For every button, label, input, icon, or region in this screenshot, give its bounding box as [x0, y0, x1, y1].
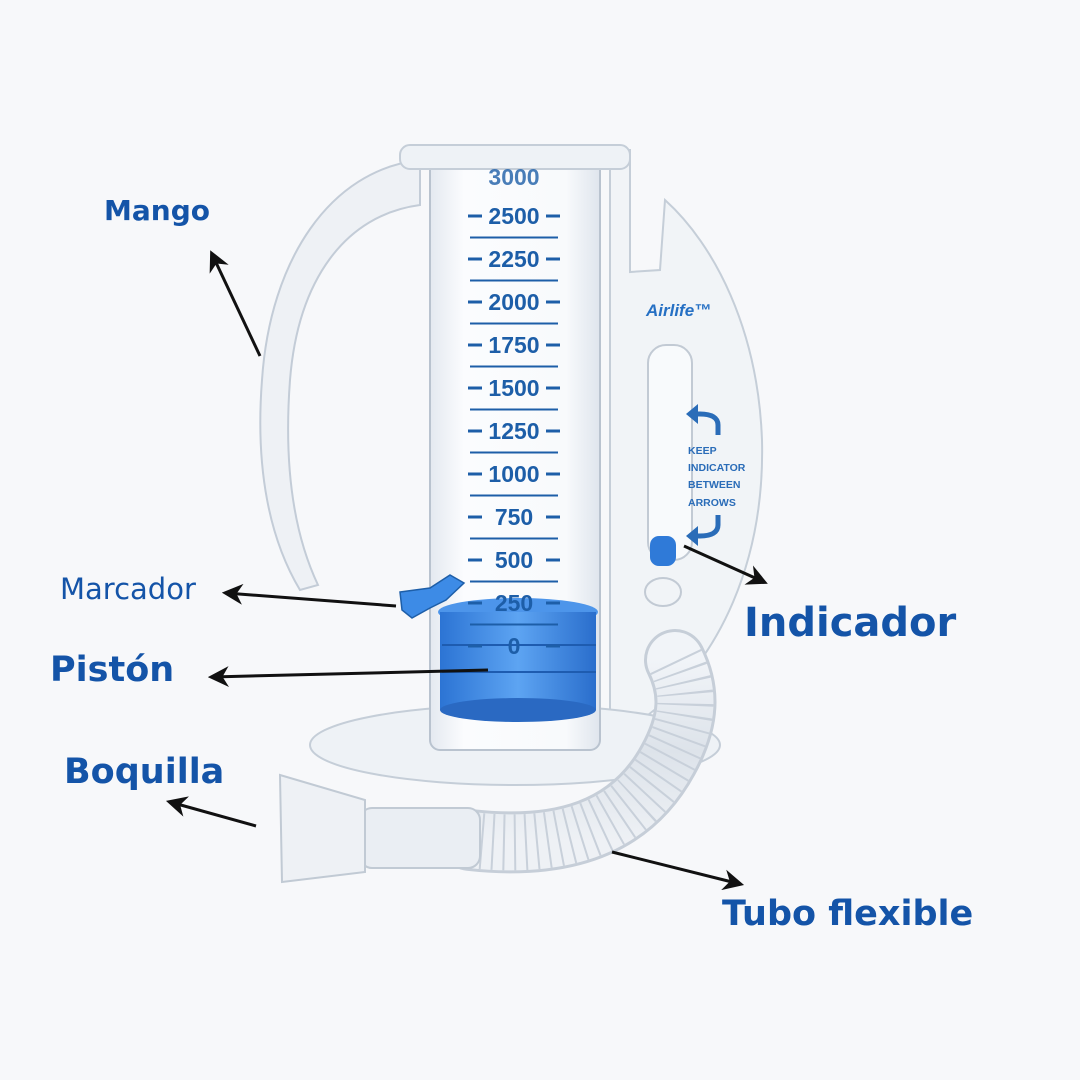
volume-scale: 3000 25002250200017501500125010007505002… [468, 164, 560, 659]
right-frame [609, 149, 764, 722]
flow-indicator [644, 536, 682, 607]
arrow-indicador [683, 544, 768, 585]
piston [438, 598, 598, 722]
label-indicador: Indicador [744, 600, 957, 646]
arrow-down-icon [686, 526, 698, 546]
scale-label: 2000 [488, 289, 539, 315]
label-boquilla: Boquilla [64, 752, 225, 792]
arrow-mango [209, 250, 262, 357]
scale-label: 0 [508, 633, 521, 659]
flexible-tube [439, 629, 717, 874]
scale-label: 2500 [488, 203, 539, 229]
scale-label: 1000 [488, 461, 539, 487]
scale-label: 1750 [488, 332, 539, 358]
scale-label: 1500 [488, 375, 539, 401]
handle [259, 158, 421, 592]
scale-label: 250 [495, 590, 533, 616]
scale-label: 2250 [488, 246, 539, 272]
mouthpiece [278, 773, 481, 884]
label-piston: Pistón [50, 650, 175, 690]
brand-logo: Airlife™ [645, 301, 711, 320]
keep-line-2: INDICATOR [688, 462, 746, 474]
label-tubo-flexible: Tubo flexible [722, 894, 974, 934]
scale-label: 500 [495, 547, 533, 573]
arrow-marcador [221, 583, 397, 608]
arrow-boquilla [165, 796, 257, 828]
keep-indicator-instructions: KEEP INDICATOR BETWEEN ARROWS [686, 404, 746, 546]
arrow-up-icon [686, 404, 698, 424]
keep-line-4: ARROWS [688, 497, 736, 509]
arrow-piston [207, 666, 489, 688]
callout-arrows [165, 250, 768, 891]
goal-marker [399, 574, 466, 619]
keep-line-3: BETWEEN [688, 479, 741, 491]
label-mango: Mango [104, 194, 210, 227]
scale-label-top: 3000 [488, 164, 539, 190]
keep-line-1: KEEP [688, 445, 717, 457]
scale-label: 1250 [488, 418, 539, 444]
scale-label: 750 [495, 504, 533, 530]
label-marcador: Marcador [60, 572, 196, 606]
arrow-tubo [611, 850, 745, 891]
